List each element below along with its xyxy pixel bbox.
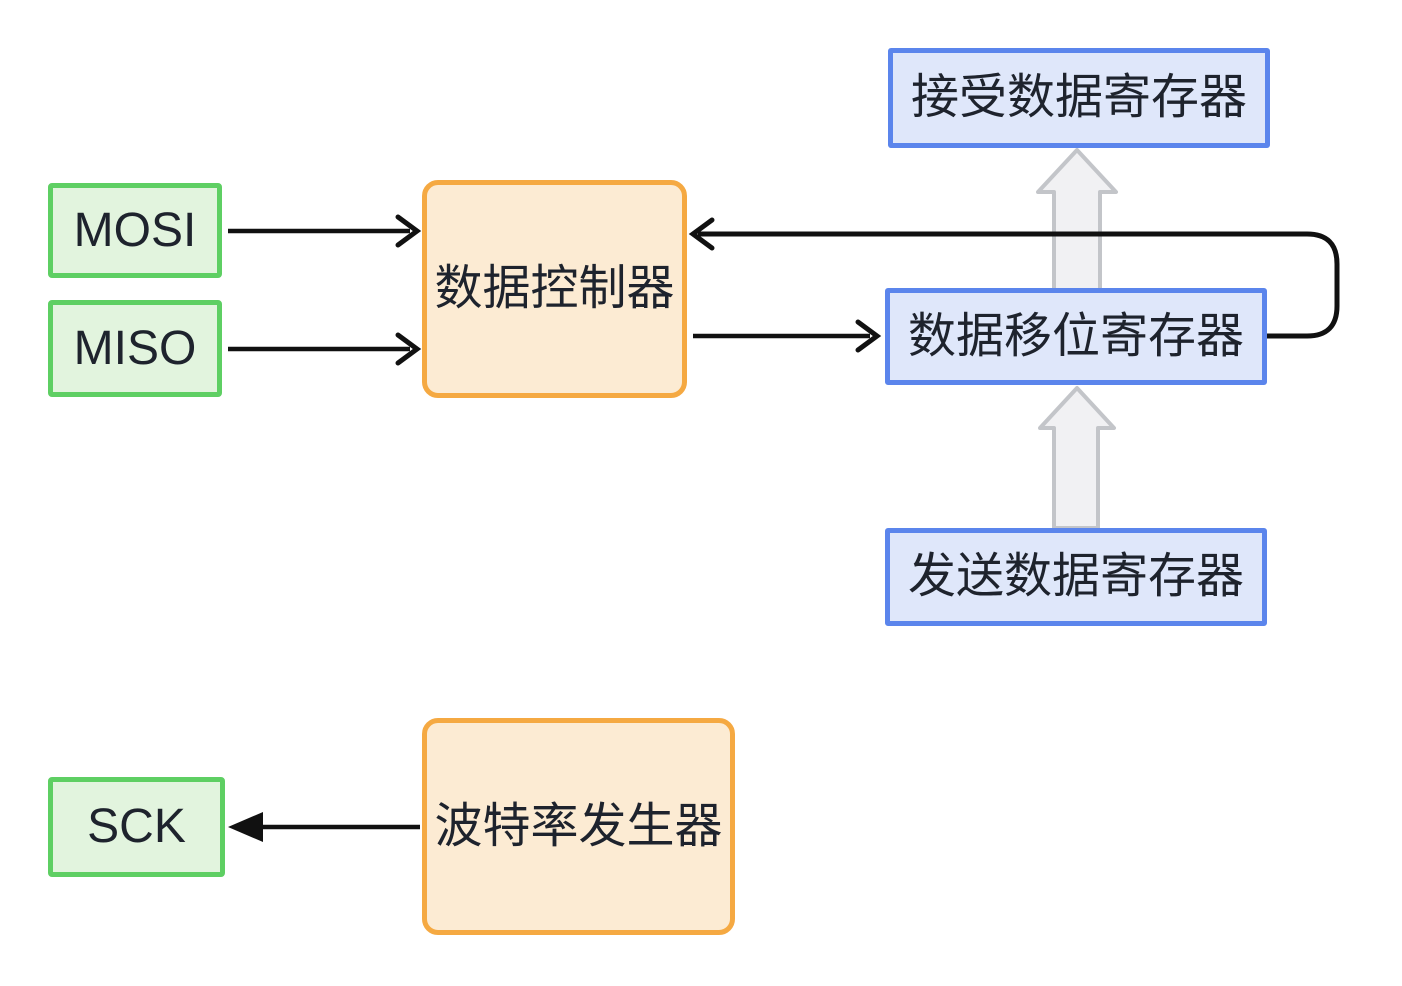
edge-mosi-to-controller xyxy=(228,214,422,248)
block-arrow-shift-to-receive-register xyxy=(1036,148,1118,292)
node-baud-generator: 波特率发生器 xyxy=(422,718,735,935)
block-arrow-send-to-shift-register xyxy=(1038,386,1116,530)
node-baud-generator-label: 波特率发生器 xyxy=(434,799,723,853)
edge-controller-to-shift-register xyxy=(693,319,882,353)
edge-shift-register-to-controller xyxy=(688,217,1340,339)
node-mosi: MOSI xyxy=(48,183,222,278)
node-send-register: 发送数据寄存器 xyxy=(885,528,1267,626)
node-sck-label: SCK xyxy=(87,800,186,853)
node-miso-label: MISO xyxy=(73,321,197,375)
node-mosi-label: MOSI xyxy=(73,203,197,257)
node-data-controller-label: 数据控制器 xyxy=(434,262,675,315)
node-receive-register: 接受数据寄存器 xyxy=(888,48,1270,148)
edge-miso-to-controller xyxy=(228,332,422,366)
node-miso: MISO xyxy=(48,300,222,397)
node-send-register-label: 发送数据寄存器 xyxy=(907,550,1244,603)
node-data-controller: 数据控制器 xyxy=(422,180,687,398)
edge-baud-generator-to-sck xyxy=(228,812,420,842)
node-shift-register: 数据移位寄存器 xyxy=(885,288,1267,385)
node-sck: SCK xyxy=(48,777,225,877)
node-receive-register-label: 接受数据寄存器 xyxy=(910,71,1247,124)
node-shift-register-label: 数据移位寄存器 xyxy=(907,309,1244,363)
